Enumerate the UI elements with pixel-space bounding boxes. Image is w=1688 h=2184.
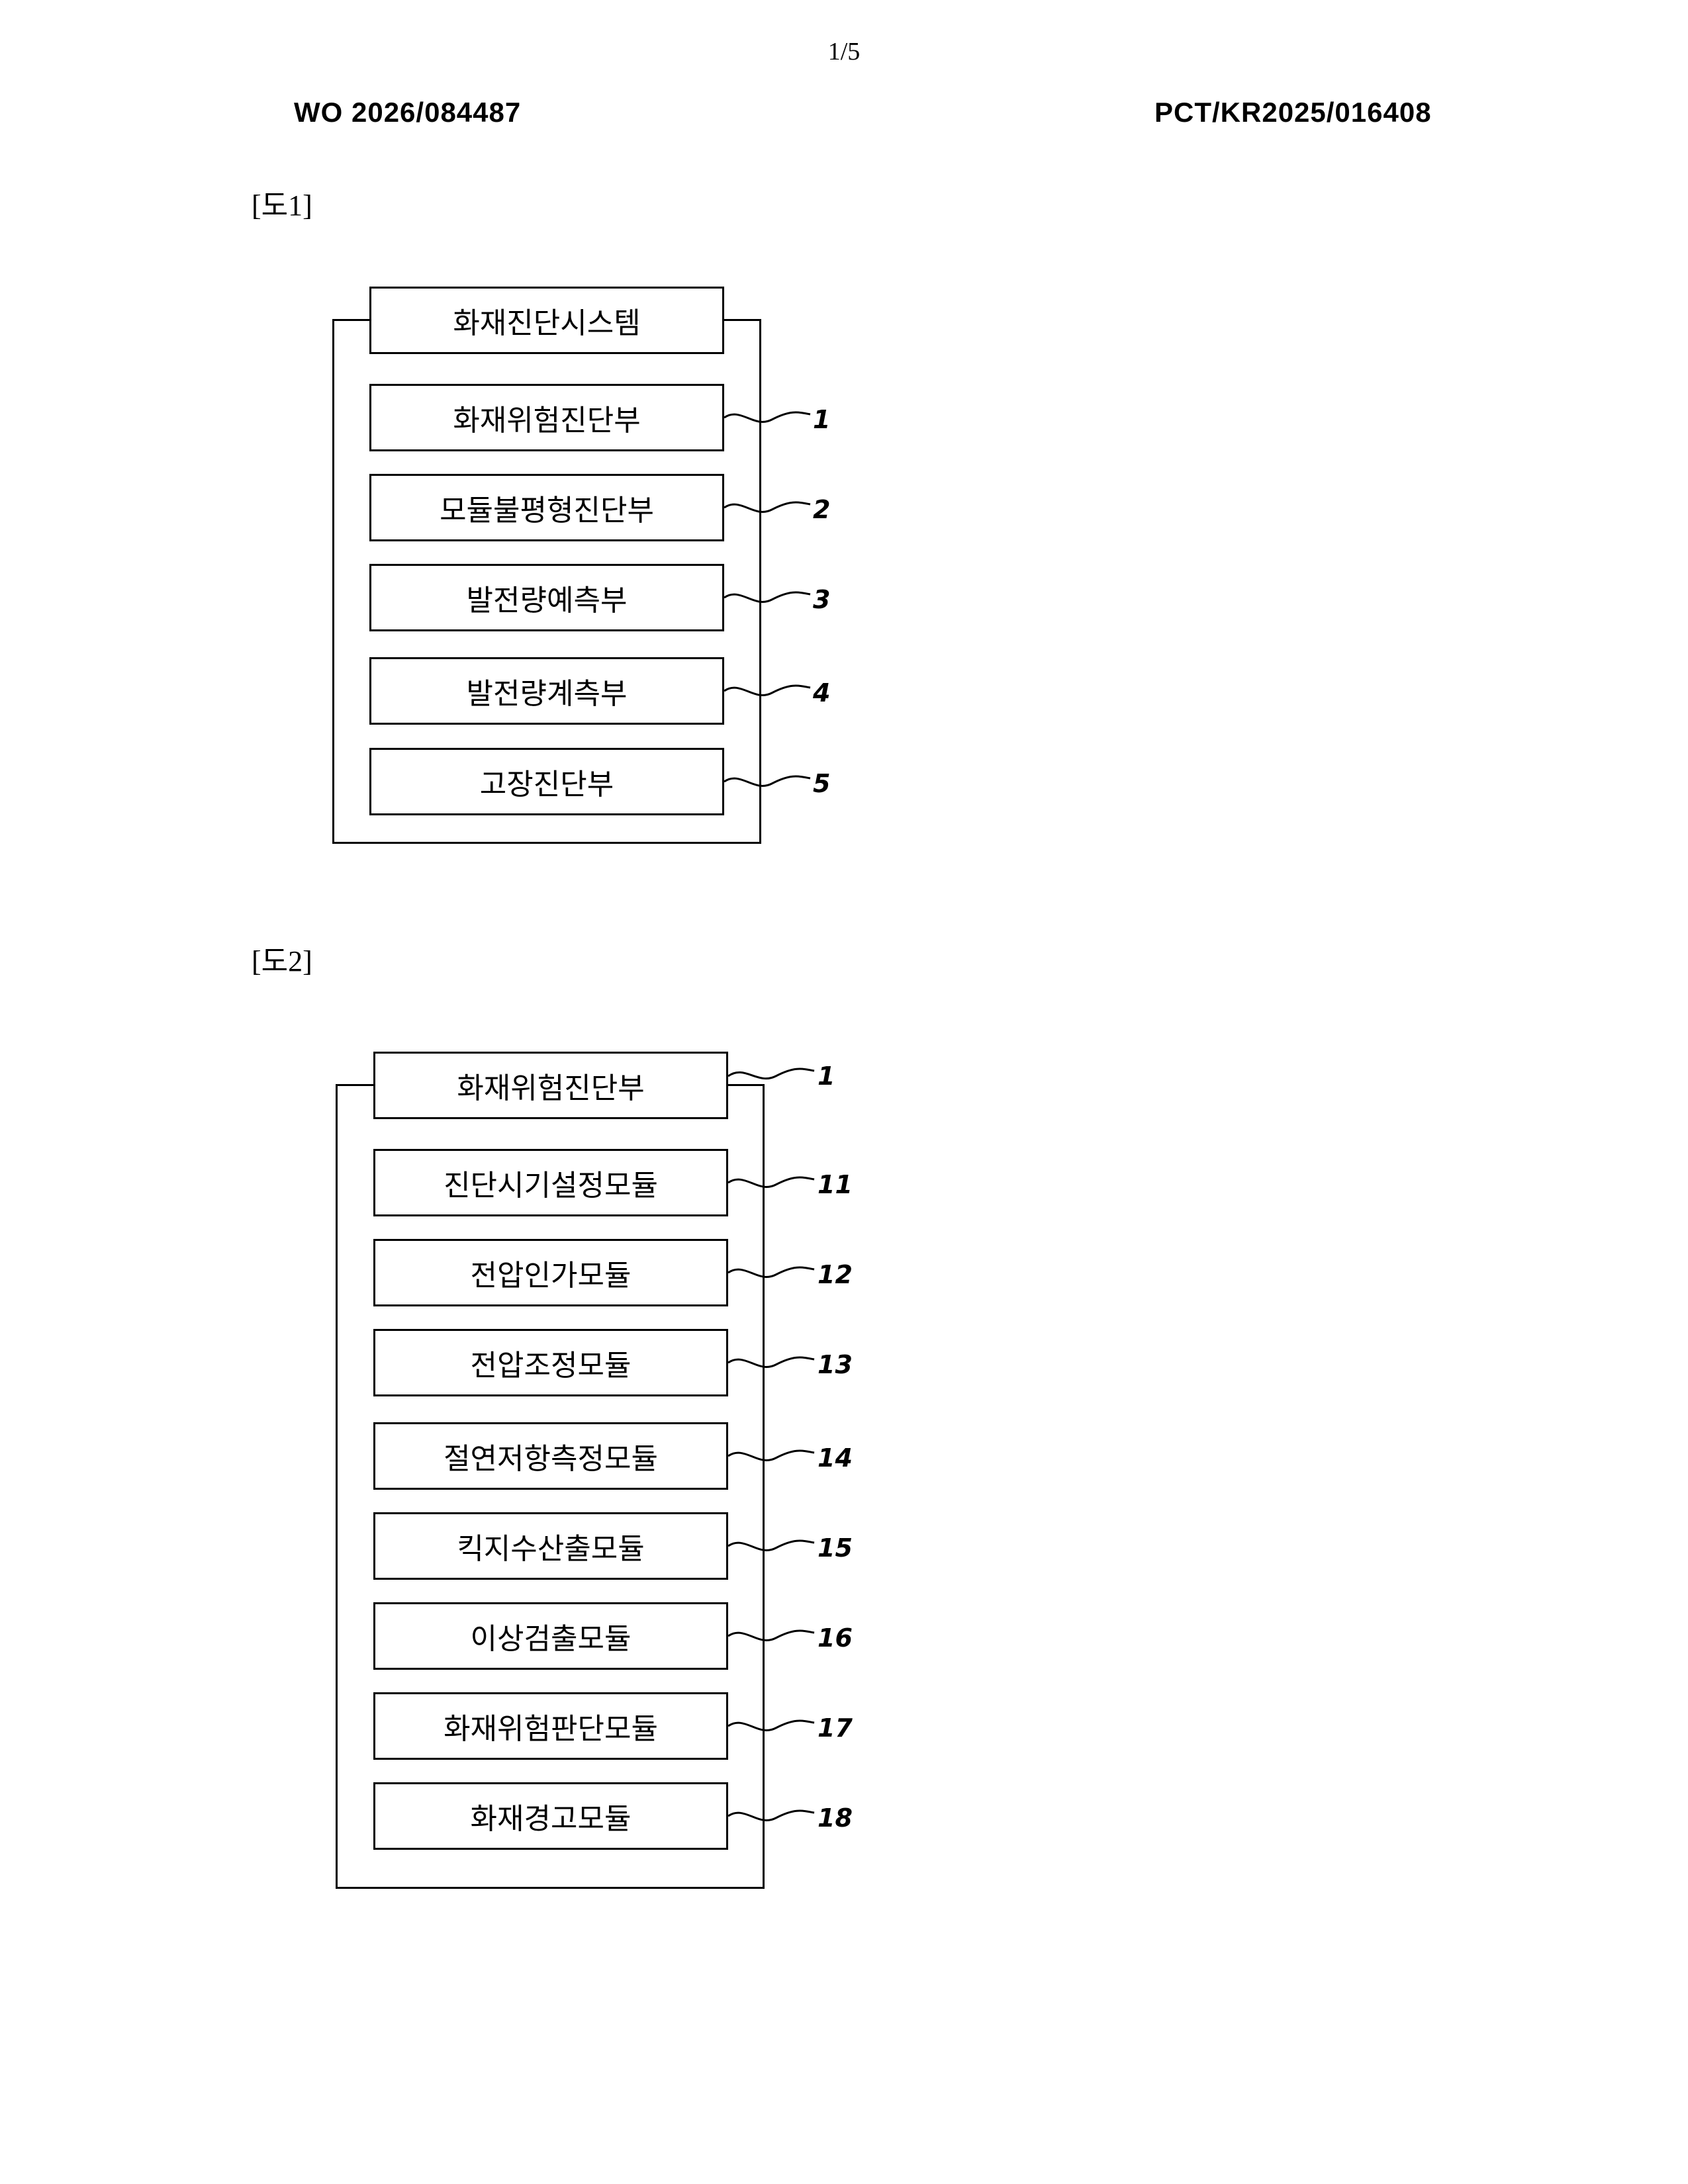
- figure-2-ref-12: 12: [818, 1260, 853, 1289]
- figure-2-label: [도2]: [252, 937, 312, 979]
- figure-2-ref-14: 14: [818, 1443, 853, 1473]
- figure-2-leader-line-1: [728, 1064, 821, 1084]
- figure-2-leader-line-16: [728, 1626, 821, 1646]
- figure-2-block-anomaly-detection: 이상검출모듈: [373, 1602, 728, 1670]
- figure-2-block-voltage-apply: 전압인가모듈: [373, 1239, 728, 1306]
- figure-1-ref-1: 1: [813, 405, 830, 434]
- figure-2-leader-line-11: [728, 1173, 821, 1193]
- figure-1-block-module-imbalance: 모듈불평형진단부: [369, 474, 724, 541]
- application-number: PCT/KR2025/016408: [1154, 97, 1432, 128]
- figure-2-block-voltage-adjust: 전압조정모듈: [373, 1329, 728, 1396]
- figure-2-block-insulation-resistance: 절연저항측정모듈: [373, 1422, 728, 1490]
- figure-1-ref-3: 3: [813, 585, 830, 614]
- figure-2-title-block: 화재위험진단부: [373, 1052, 728, 1119]
- figure-1-leader-line-3: [724, 588, 817, 608]
- figure-2-ref-18: 18: [818, 1803, 853, 1833]
- figure-1-block-fault-diagnosis: 고장진단부: [369, 748, 724, 815]
- figure-2-ref-13: 13: [818, 1350, 853, 1379]
- figure-2-leader-line-15: [728, 1536, 821, 1556]
- publication-number: WO 2026/084487: [294, 97, 521, 128]
- figure-2-ref-17: 17: [818, 1713, 853, 1743]
- figure-1-ref-2: 2: [813, 495, 830, 524]
- figure-1-leader-line-2: [724, 498, 817, 518]
- figure-2-leader-line-14: [728, 1446, 821, 1466]
- figure-2-block-fire-risk-judgment: 화재위험판단모듈: [373, 1692, 728, 1760]
- figure-2-ref-11: 11: [818, 1170, 853, 1199]
- figure-1-leader-line-4: [724, 681, 817, 701]
- figure-1-leader-line-1: [724, 408, 817, 428]
- figure-2-leader-line-18: [728, 1806, 821, 1826]
- figure-2-leader-line-17: [728, 1716, 821, 1736]
- page-number: 1/5: [0, 37, 1688, 66]
- figure-2-block-diagnosis-timing: 진단시기설정모듈: [373, 1149, 728, 1216]
- figure-2-ref-1: 1: [818, 1062, 835, 1091]
- figure-2-block-fire-warning: 화재경고모듈: [373, 1782, 728, 1850]
- figure-1-block-generation-forecast: 발전량예측부: [369, 564, 724, 631]
- figure-2-ref-16: 16: [818, 1623, 853, 1653]
- figure-2-leader-line-12: [728, 1263, 821, 1283]
- figure-1-leader-line-5: [724, 772, 817, 792]
- figure-1-label: [도1]: [252, 181, 312, 224]
- figure-1-block-fire-risk: 화재위험진단부: [369, 384, 724, 451]
- figure-2-block-index-calculation: 킥지수산출모듈: [373, 1512, 728, 1580]
- figure-1-ref-4: 4: [813, 678, 830, 707]
- figure-1-block-generation-metering: 발전량계측부: [369, 657, 724, 725]
- figure-1-ref-5: 5: [813, 769, 830, 798]
- figure-1-title-block: 화재진단시스템: [369, 287, 724, 354]
- figure-2-ref-15: 15: [818, 1533, 853, 1563]
- figure-2-leader-line-13: [728, 1353, 821, 1373]
